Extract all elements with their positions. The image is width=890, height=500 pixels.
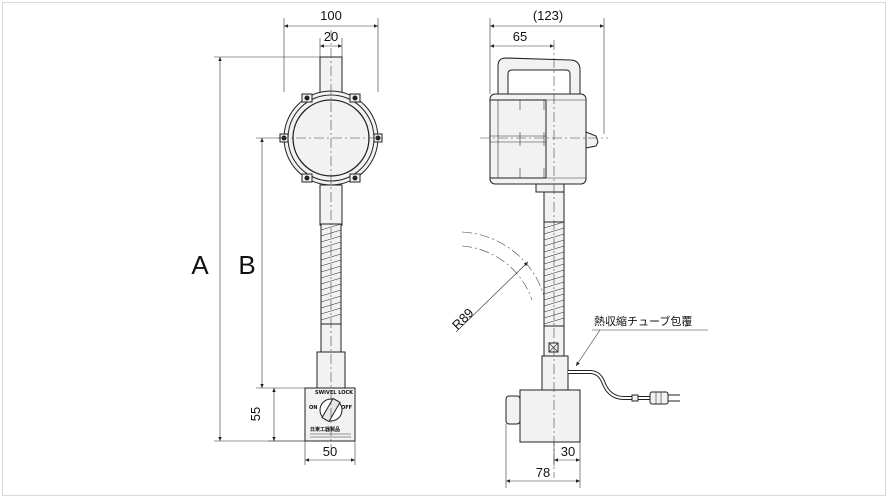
side-plug xyxy=(631,391,680,405)
side-head-fins xyxy=(489,99,547,179)
front-dimensions: 100 20 A B 55 50 xyxy=(191,8,379,465)
base-brand-label: 日東工器製品 xyxy=(310,426,340,433)
dim-width-50: 50 xyxy=(323,444,337,459)
bend-radius-arcs: R89 xyxy=(449,231,545,333)
side-dimensions: (123) 65 30 78 xyxy=(489,8,605,488)
side-lower-sleeve xyxy=(541,355,569,391)
base-on-label: ON xyxy=(309,405,317,411)
side-rear-switch[interactable] xyxy=(585,131,599,149)
front-magnetic-base: SWIVEL LOCK ON OFF 日東工器製品 xyxy=(304,387,356,442)
dim-radius-r89: R89 xyxy=(449,305,476,332)
dim-height-55: 55 xyxy=(248,407,263,421)
heat-shrink-label: 熱収縮チューブ包覆 xyxy=(594,314,692,328)
front-view: SWIVEL LOCK ON OFF 日東工器製品 xyxy=(278,30,386,448)
dim-width-20: 20 xyxy=(324,29,338,44)
dim-width-100: 100 xyxy=(320,8,342,23)
side-handle xyxy=(497,57,581,95)
side-magnetic-base xyxy=(505,389,581,443)
side-view xyxy=(480,40,680,478)
base-off-label: OFF xyxy=(341,405,352,411)
dim-width-123: (123) xyxy=(533,8,563,23)
base-top-label: SWIVEL LOCK xyxy=(315,390,354,396)
dim-height-a: A xyxy=(191,250,209,280)
side-neck xyxy=(535,183,565,193)
dim-width-65: 65 xyxy=(513,29,527,44)
dim-width-30: 30 xyxy=(561,444,575,459)
dim-height-b: B xyxy=(238,250,255,280)
dim-width-78: 78 xyxy=(536,465,550,480)
heat-shrink-callout: 熱収縮チューブ包覆 xyxy=(575,314,708,367)
side-base-knob[interactable] xyxy=(505,395,521,425)
